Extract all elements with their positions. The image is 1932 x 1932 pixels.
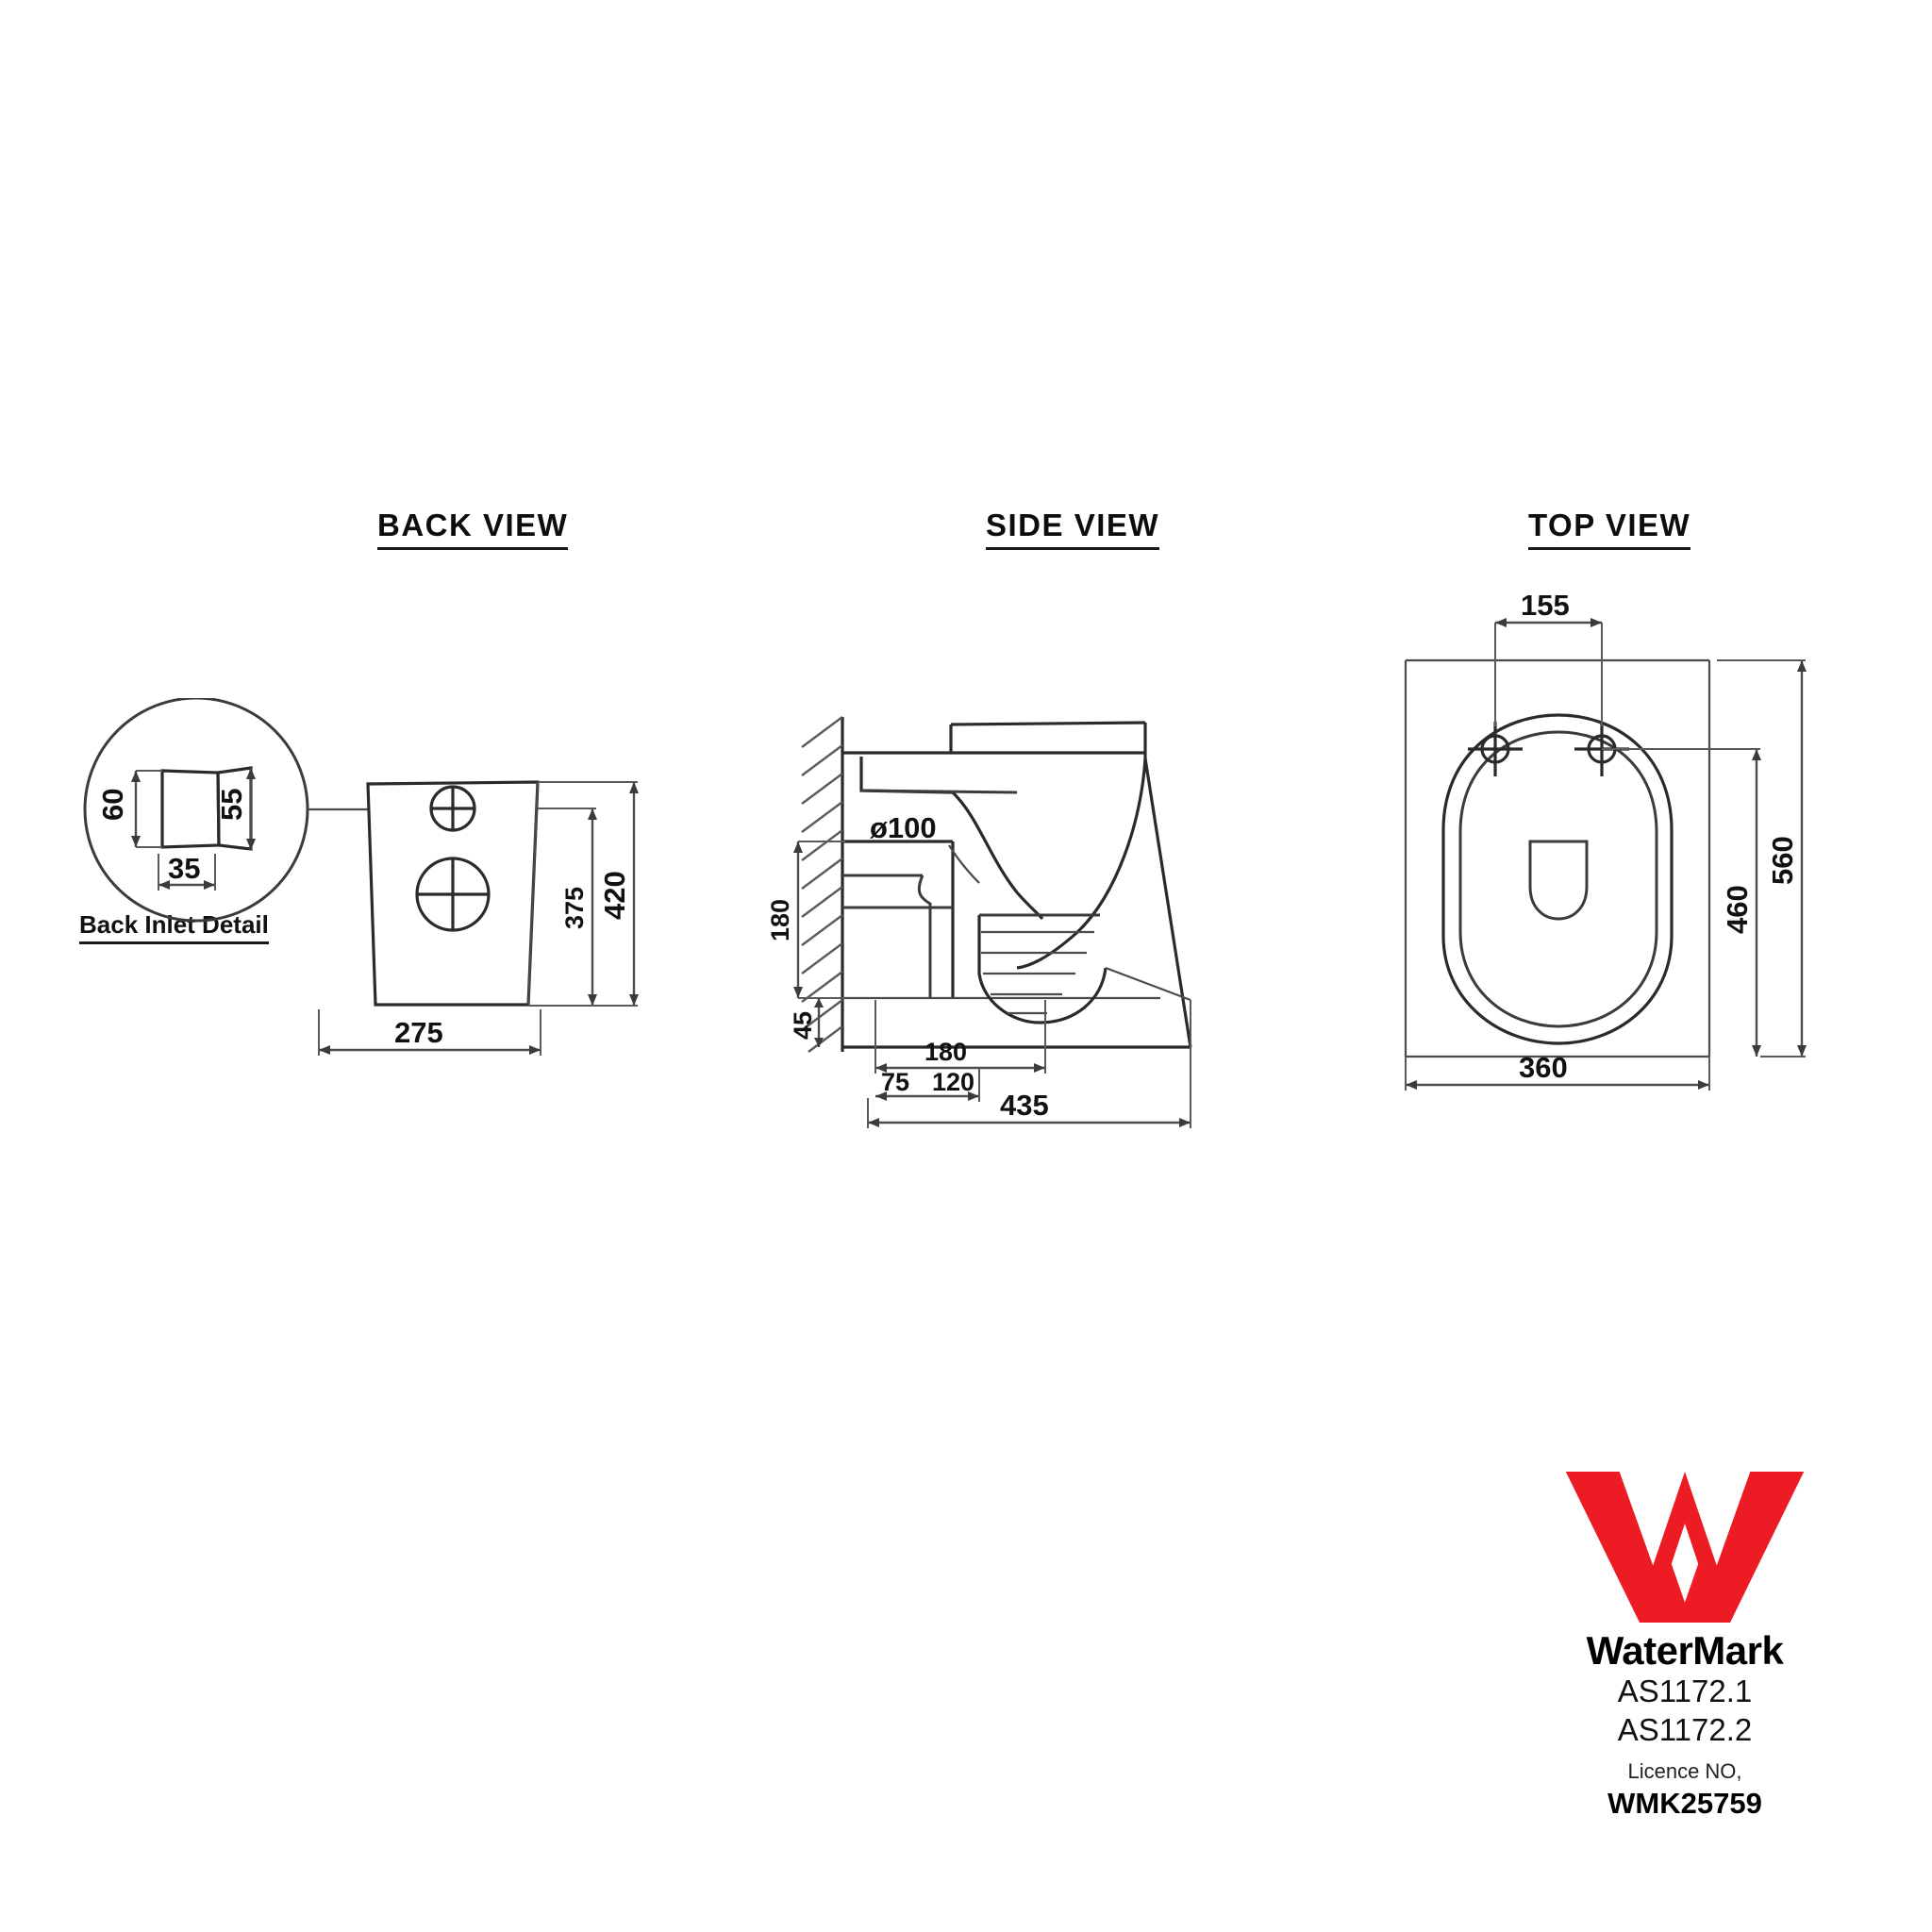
top-dim-360: 360 (1405, 1051, 1710, 1091)
top-dim-560: 560 (1717, 659, 1807, 1058)
toilet-seat-slab (842, 721, 1147, 758)
detail-dim-55: 55 (215, 768, 256, 850)
back-dim-275: 275 (318, 1009, 541, 1056)
toilet-bowl-water (977, 913, 1108, 1024)
outlet-diameter-text: ø100 (870, 811, 937, 844)
top-view-title: TOP VIEW (1528, 508, 1691, 550)
svg-text:35: 35 (168, 852, 200, 885)
side-dim-45-vertical: 45 (789, 998, 824, 1047)
svg-text:560: 560 (1766, 836, 1799, 885)
side-dim-75-120: 75 120 (875, 1068, 980, 1102)
svg-text:360: 360 (1519, 1051, 1568, 1084)
bolt-hole-left (1468, 722, 1523, 776)
side-floor-line (842, 758, 1192, 1049)
watermark-certification-block: WaterMark AS1172.1 AS1172.2 Licence NO, … (1477, 1472, 1892, 1821)
top-dim-460: 460 (1602, 748, 1761, 1057)
back-waste-port (415, 857, 491, 932)
svg-text:120: 120 (932, 1068, 974, 1096)
flush-aperture (1528, 840, 1589, 921)
detail-dim-35: 35 (158, 852, 216, 891)
svg-text:180: 180 (766, 899, 794, 941)
svg-text:460: 460 (1721, 885, 1754, 934)
svg-text:435: 435 (1000, 1089, 1049, 1122)
back-inlet-port (429, 785, 476, 832)
back-dim-375: 375 (538, 808, 597, 1006)
svg-text:75: 75 (881, 1068, 909, 1096)
watermark-licence-number: WMK25759 (1607, 1786, 1762, 1820)
toilet-rim-outline (859, 757, 1147, 970)
bowl-inner-rim (1458, 730, 1658, 1028)
back-inlet-detail-label: Back Inlet Detail (79, 910, 269, 944)
back-view-drawing: 60 55 35 (83, 698, 639, 1056)
svg-text:420: 420 (598, 871, 631, 920)
side-view-title: SIDE VIEW (986, 508, 1160, 550)
bowl-outer-rim (1441, 713, 1674, 1045)
side-dim-435: 435 (867, 1000, 1191, 1128)
back-dim-420: 420 (528, 781, 639, 1007)
top-view-bounding-box (1404, 658, 1711, 1058)
side-dim-180-horizontal: 180 (874, 1000, 1046, 1074)
svg-text:375: 375 (560, 887, 589, 929)
outlet-diameter-leader (948, 844, 980, 884)
back-view-title: BACK VIEW (377, 508, 569, 550)
svg-text:55: 55 (215, 789, 248, 821)
top-view-drawing: 155 460 560 360 (1404, 589, 1807, 1091)
svg-text:60: 60 (96, 789, 129, 821)
watermark-brand-name: WaterMark (1586, 1628, 1784, 1673)
side-dim-180-vertical: 180 (766, 841, 845, 999)
svg-text:275: 275 (394, 1016, 443, 1049)
outlet-trapway (842, 840, 1160, 1000)
watermark-standard-1: AS1172.1 (1617, 1674, 1753, 1709)
watermark-w-logo (1565, 1472, 1805, 1623)
svg-text:180: 180 (924, 1038, 967, 1066)
top-dim-155: 155 (1494, 589, 1603, 726)
svg-text:45: 45 (789, 1011, 817, 1040)
detail-dim-60: 60 (96, 770, 162, 848)
watermark-licence-caption: Licence NO, (1627, 1758, 1742, 1783)
watermark-standard-2: AS1172.2 (1617, 1712, 1753, 1748)
side-view-drawing: ø100 180 4 (766, 716, 1192, 1128)
wall-hatch (801, 716, 844, 1053)
svg-text:155: 155 (1521, 589, 1570, 622)
